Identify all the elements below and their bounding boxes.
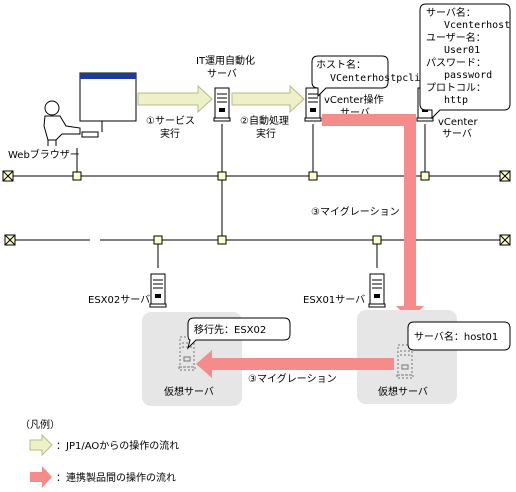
network-node	[217, 171, 227, 181]
legend-product-arrow-icon	[30, 466, 52, 488]
line-terminator-icon	[2, 170, 14, 182]
it-server-label-1: IT運用自動化	[196, 54, 255, 67]
destination-bubble: 移行先：ESX02	[187, 317, 291, 350]
line-terminator-icon	[499, 234, 511, 246]
user-icon	[44, 100, 60, 116]
product-arrow-vcenter	[322, 114, 424, 320]
it-server-icon	[213, 87, 231, 122]
legend-title: （凡例）	[20, 418, 60, 431]
esx02-server-icon	[149, 273, 167, 308]
legend: （凡例） ：JP1/AOからの操作の流れ ：連携製品間の操作の流れ	[20, 418, 179, 488]
vcenter-info-line-1: サーバ名：	[426, 6, 476, 19]
step1-label-2: 実行	[160, 127, 180, 140]
host-bubble-line-2: VCenterhostpcli	[330, 73, 420, 84]
server-name-bubble: サーバ名：host01	[407, 321, 511, 351]
server-name-text: サーバ名：host01	[414, 330, 498, 343]
step2-label-1: ②自動処理	[240, 114, 289, 127]
legend-jp1-text: ：JP1/AOからの操作の流れ	[56, 439, 179, 452]
vcenter-info-line-2: Vcenterhost	[444, 20, 510, 31]
line-terminator-icon	[499, 170, 511, 182]
network-line-bottom	[4, 234, 511, 246]
vcenter-info-line-5: パスワード：	[426, 57, 486, 69]
network-node	[372, 235, 382, 245]
host-bubble: ホスト名： VCenterhostpcli	[311, 55, 420, 98]
browser-label: Webブラウザー	[8, 148, 80, 161]
web-browser-user	[43, 72, 137, 146]
vcenter-label-1: vCenter	[438, 117, 478, 128]
vcenter-label-2: サーバ	[442, 128, 472, 140]
host-bubble-line-1: ホスト名：	[316, 58, 366, 71]
vm-label-right: 仮想サーバ	[378, 385, 428, 398]
step2-label-2: 実行	[256, 127, 276, 140]
vm-label-left: 仮想サーバ	[164, 385, 214, 398]
esx01-label: ESX01サーバ	[303, 294, 365, 306]
product-arrow-migration	[196, 350, 394, 378]
it-server-label-2: サーバ	[207, 68, 237, 80]
line-terminator-icon	[4, 234, 16, 246]
jp1-arrow-1	[137, 84, 213, 114]
esx02-label: ESX02サーバ	[88, 294, 150, 306]
vcenter-info-bubble: サーバ名： Vcenterhost ユーザー名： User01 パスワード： p…	[419, 3, 511, 120]
destination-text: 移行先：ESX02	[194, 323, 266, 336]
network-node	[308, 171, 318, 181]
vcenter-info-line-8: http	[444, 95, 468, 106]
vcenter-info-line-6: password	[444, 70, 492, 81]
vcenter-info-line-7: プロトコル：	[426, 82, 486, 94]
vcenter-info-line-4: User01	[444, 45, 480, 56]
migration-label-bottom: ③マイグレーション	[248, 372, 337, 385]
esx01-server-icon	[368, 273, 386, 308]
legend-product-text: ：連携製品間の操作の流れ	[56, 471, 176, 484]
network-node	[153, 235, 163, 245]
vcenter-info-line-3: ユーザー名：	[426, 31, 486, 44]
step1-label-1: ①サービス	[146, 115, 195, 127]
migration-label-top: ③マイグレーション	[311, 205, 400, 218]
jp1-arrow-2	[231, 84, 305, 114]
network-node	[72, 171, 82, 181]
network-node	[420, 171, 430, 181]
network-node	[217, 235, 227, 245]
vcenter-op-label-1: vCenter操作	[324, 93, 384, 106]
legend-jp1-arrow-icon	[29, 433, 53, 457]
